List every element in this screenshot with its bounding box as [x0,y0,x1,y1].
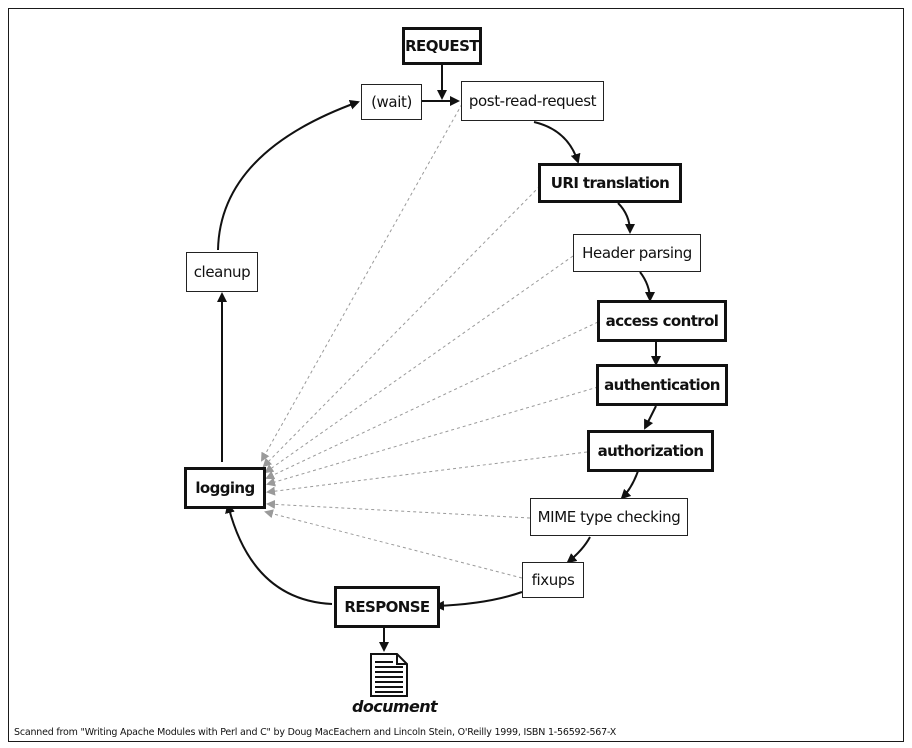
dotted-lines-to-logging [261,103,599,579]
diagram-frame [8,8,904,742]
request-node: REQUEST [402,27,482,65]
solid-flow-arrows [217,64,661,652]
scan-caption: Scanned from "Writing Apache Modules wit… [14,727,617,738]
wait-node: (wait) [361,84,422,120]
header-parsing-node: Header parsing [573,234,701,272]
document-label: document [352,697,438,716]
logging-node: logging [184,467,266,509]
access-control-node: access control [597,300,727,342]
document-icon [370,653,408,697]
response-node: RESPONSE [334,586,440,628]
mime-type-checking-node: MIME type checking [530,498,688,536]
fixups-node: fixups [522,562,584,598]
authorization-node: authorization [587,430,714,472]
authentication-node: authentication [596,364,728,406]
cleanup-node: cleanup [186,252,258,292]
uri-translation-node: URI translation [538,163,682,203]
post-read-request-node: post-read-request [461,81,604,121]
